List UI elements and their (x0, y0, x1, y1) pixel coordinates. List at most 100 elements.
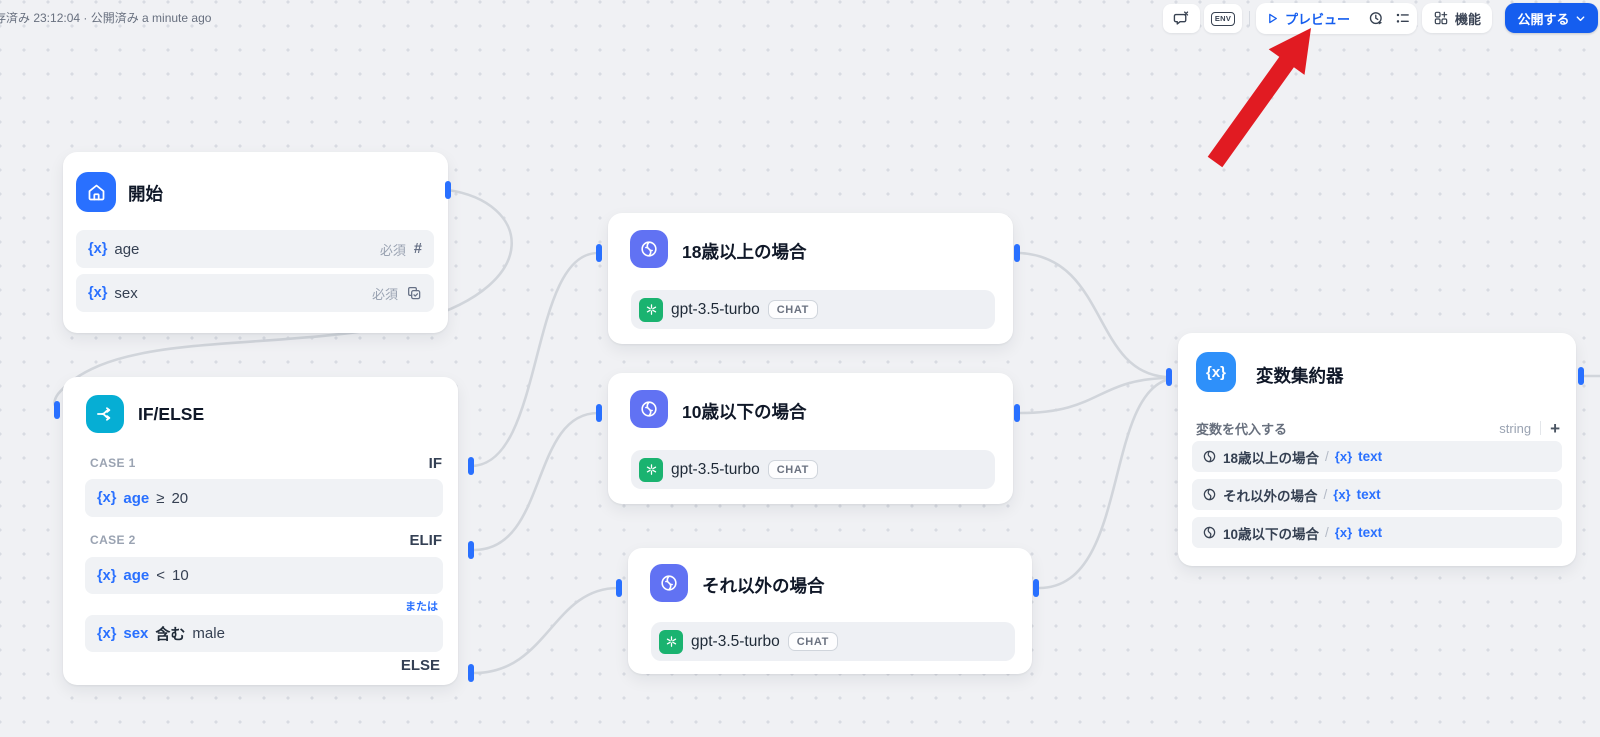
subrow-divider (1540, 421, 1542, 435)
select-type-icon (406, 285, 422, 301)
condition-variable: age (123, 567, 150, 584)
features-button[interactable]: 機能 (1422, 3, 1492, 33)
edge-llm-adult-to-aggregator (1018, 251, 1168, 379)
handle-if-out[interactable] (468, 457, 474, 475)
number-type-icon: # (413, 241, 422, 257)
source-node-name: それ以外の場合 (1223, 488, 1318, 504)
path-separator: / (1325, 525, 1329, 540)
model-name: gpt-3.5-turbo (671, 300, 760, 318)
condition-age-adult[interactable]: {x} age ≥ 20 (85, 479, 443, 517)
handle-aggregator-out[interactable] (1578, 367, 1584, 385)
handle-llm-adult-out[interactable] (1014, 244, 1020, 262)
env-variables-button[interactable]: ENV (1204, 4, 1242, 33)
model-type-badge: CHAT (767, 460, 818, 479)
variable-name: text (1358, 449, 1383, 464)
preview-button[interactable]: プレビュー (1266, 9, 1350, 28)
openai-icon (639, 297, 663, 322)
home-icon (76, 172, 116, 212)
features-label: 機能 (1454, 11, 1481, 27)
node-title: 18歳以上の場合 (682, 242, 807, 262)
handle-llm-adult-in[interactable] (596, 244, 602, 262)
annotation-button[interactable] (1163, 4, 1200, 33)
model-type-badge: CHAT (787, 632, 838, 651)
condition-sex[interactable]: {x} sex 含む male (85, 615, 443, 652)
assign-variable-label: 変数を代入する (1196, 421, 1288, 437)
condition-value: 10 (171, 567, 189, 584)
llm-icon (630, 390, 668, 428)
node-title: 10歳以下の場合 (682, 402, 807, 422)
edge-llm-child-to-aggregator (1018, 376, 1168, 415)
or-label: または (405, 601, 438, 613)
variable-name: text (1358, 525, 1383, 540)
run-toolgroup: プレビュー (1256, 3, 1417, 34)
handle-llm-child-in[interactable] (596, 404, 602, 422)
handle-llm-other-in[interactable] (616, 579, 622, 597)
model-selector[interactable]: gpt-3.5-turbo CHAT (631, 450, 995, 489)
condition-operator: ≥ (156, 489, 165, 507)
edge-elif-to-llm-child (472, 411, 600, 552)
variable-tag-icon: {x} (88, 285, 108, 301)
aggregated-variable-row[interactable]: 10歳以下の場合 / {x} text (1192, 517, 1562, 548)
llm-icon (650, 564, 688, 602)
node-ifelse[interactable]: IF/ELSE CASE 1 IF {x} age ≥ 20 CASE 2 EL… (63, 377, 458, 685)
condition-value: 20 (171, 489, 189, 507)
llm-icon (1202, 449, 1217, 464)
start-field-age[interactable]: {x} age 必須 # (76, 230, 434, 268)
node-start[interactable]: 開始 {x} age 必須 # {x} sex 必須 (63, 152, 448, 333)
variable-tag-icon: {x} (1333, 487, 1351, 502)
required-label: 必須 (379, 242, 406, 258)
model-selector[interactable]: gpt-3.5-turbo CHAT (651, 622, 1015, 661)
preview-label: プレビュー (1285, 12, 1351, 27)
node-title: それ以外の場合 (702, 576, 825, 596)
checklist-icon[interactable] (1394, 10, 1411, 27)
case1-label: CASE 1 (90, 456, 136, 470)
aggregated-variable-row[interactable]: 18歳以上の場合 / {x} text (1192, 441, 1562, 472)
model-name: gpt-3.5-turbo (671, 460, 760, 478)
node-variable-aggregator[interactable]: {x} 変数集約器 変数を代入する string + 18歳以上の場合 / {x… (1178, 333, 1576, 566)
handle-llm-child-out[interactable] (1014, 404, 1020, 422)
play-icon (1266, 12, 1279, 25)
openai-icon (659, 629, 683, 654)
aggregated-variable-row[interactable]: それ以外の場合 / {x} text (1192, 479, 1562, 510)
publish-label: 公開する (1517, 11, 1570, 27)
if-label: IF (428, 454, 442, 472)
chat-x-icon (1173, 10, 1190, 27)
edge-llm-other-to-aggregator (1037, 378, 1168, 590)
openai-icon (639, 457, 663, 482)
handle-elif-out[interactable] (468, 541, 474, 559)
variable-tag-icon: {x} (88, 241, 108, 257)
blocks-icon (1433, 10, 1449, 26)
handle-aggregator-in[interactable] (1166, 368, 1172, 386)
source-node-name: 10歳以下の場合 (1223, 526, 1320, 542)
variable-tag-icon: {x} (97, 567, 117, 584)
variable-name: text (1356, 487, 1381, 502)
variable-tag-icon: {x} (97, 625, 117, 642)
source-node-name: 18歳以上の場合 (1223, 450, 1320, 466)
path-separator: / (1325, 449, 1329, 464)
run-history-icon[interactable] (1368, 10, 1385, 27)
condition-operator: < (156, 567, 165, 584)
node-title: 開始 (128, 184, 163, 204)
llm-icon (1202, 487, 1217, 502)
handle-ifelse-in[interactable] (54, 401, 60, 419)
handle-else-out[interactable] (468, 664, 474, 682)
output-type-label: string (1499, 420, 1532, 436)
node-llm-adult[interactable]: 18歳以上の場合 gpt-3.5-turbo CHAT (608, 213, 1013, 344)
handle-llm-other-out[interactable] (1033, 579, 1039, 597)
elif-label: ELIF (409, 531, 443, 549)
model-name: gpt-3.5-turbo (691, 632, 780, 650)
model-selector[interactable]: gpt-3.5-turbo CHAT (631, 290, 995, 329)
handle-start-out[interactable] (445, 181, 451, 199)
edge-else-to-llm-other (472, 586, 620, 675)
condition-value: male (192, 625, 225, 642)
start-field-sex[interactable]: {x} sex 必須 (76, 274, 434, 312)
publish-button[interactable]: 公開する (1505, 3, 1598, 33)
add-variable-button[interactable]: + (1550, 418, 1560, 438)
chevron-down-icon (1575, 13, 1586, 24)
node-llm-other[interactable]: それ以外の場合 gpt-3.5-turbo CHAT (628, 548, 1032, 674)
condition-variable: sex (123, 625, 149, 642)
condition-age-child[interactable]: {x} age < 10 (85, 557, 443, 594)
node-title: 変数集約器 (1256, 366, 1344, 386)
node-llm-child[interactable]: 10歳以下の場合 gpt-3.5-turbo CHAT (608, 373, 1013, 504)
